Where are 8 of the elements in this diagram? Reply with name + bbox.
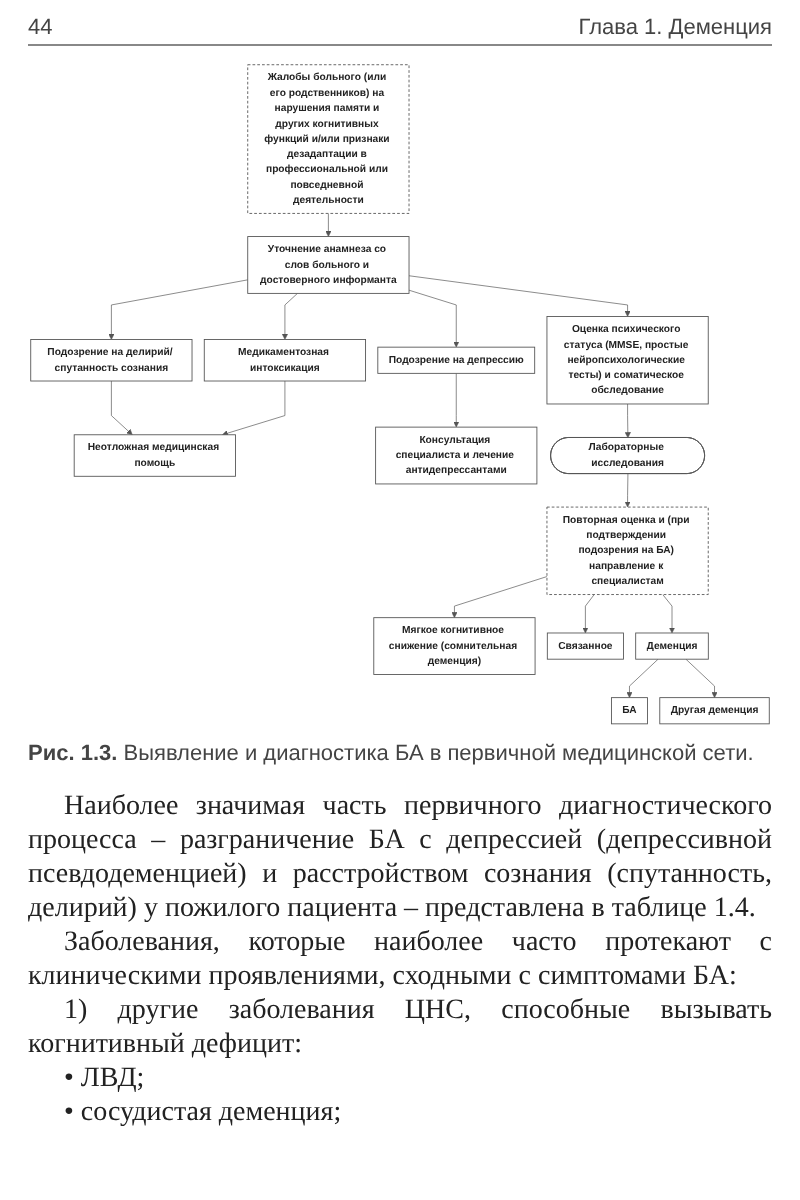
page-number: 44 — [28, 16, 53, 40]
body-paragraph: Наиболее значимая часть первичного диагностического процесса – разграничение БА с депрессией (депрессивной псевдодеменцией) и расстройством сознания (спутанность, делирий) у пожилого пациента – представлена в таблице 1.4. — [28, 790, 772, 927]
bullet-item: • ЛВД; — [64, 1062, 147, 1097]
body-paragraph: Заболевания, которые наиболее часто протекают с клиническими проявлениями, сходными с симптомами БА: — [28, 926, 772, 995]
figure-caption: Рис. 1.3. Выявление и диагностика БА в первичной медицинской сети. — [28, 742, 756, 767]
bullet-item: • сосудистая деменция; — [64, 1096, 344, 1131]
running-header: Глава 1. Деменция — [578, 16, 772, 40]
body-paragraph: 1) другие заболевания ЦНС, способные вызывать когнитивный дефицит: — [28, 994, 772, 1063]
